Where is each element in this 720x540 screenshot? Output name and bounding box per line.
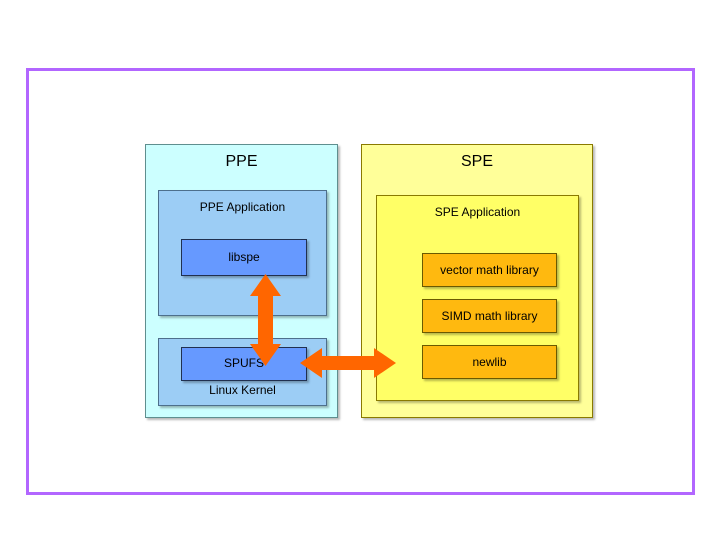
linux-kernel-label: Linux Kernel: [209, 383, 276, 397]
slide-frame: [26, 68, 695, 495]
spufs-block[interactable]: SPUFS: [181, 347, 307, 381]
ppe-application-title: PPE Application: [199, 200, 286, 214]
spufs-label: SPUFS: [223, 356, 264, 370]
simd-math-library-block[interactable]: SIMD math library: [422, 299, 557, 333]
simd-math-library-label: SIMD math library: [441, 309, 538, 323]
vector-math-library-label: vector math library: [440, 263, 539, 277]
spe-application-block[interactable]: SPE Application vector math library SIMD…: [376, 195, 579, 401]
linux-kernel-block[interactable]: SPUFS Linux Kernel: [158, 338, 327, 406]
spe-application-title: SPE Application: [434, 205, 521, 219]
libspe-label: libspe: [228, 250, 260, 264]
spe-block[interactable]: SPE SPE Application vector math library …: [361, 144, 593, 418]
ppe-title: PPE: [225, 153, 258, 170]
spe-title: SPE: [460, 153, 493, 170]
libspe-block[interactable]: libspe: [181, 239, 307, 276]
vector-math-library-block[interactable]: vector math library: [422, 253, 557, 287]
ppe-block[interactable]: PPE PPE Application libspe SPUFS Linux K…: [145, 144, 338, 418]
ppe-application-block[interactable]: PPE Application libspe: [158, 190, 327, 316]
newlib-block[interactable]: newlib: [422, 345, 557, 379]
newlib-label: newlib: [472, 355, 507, 369]
